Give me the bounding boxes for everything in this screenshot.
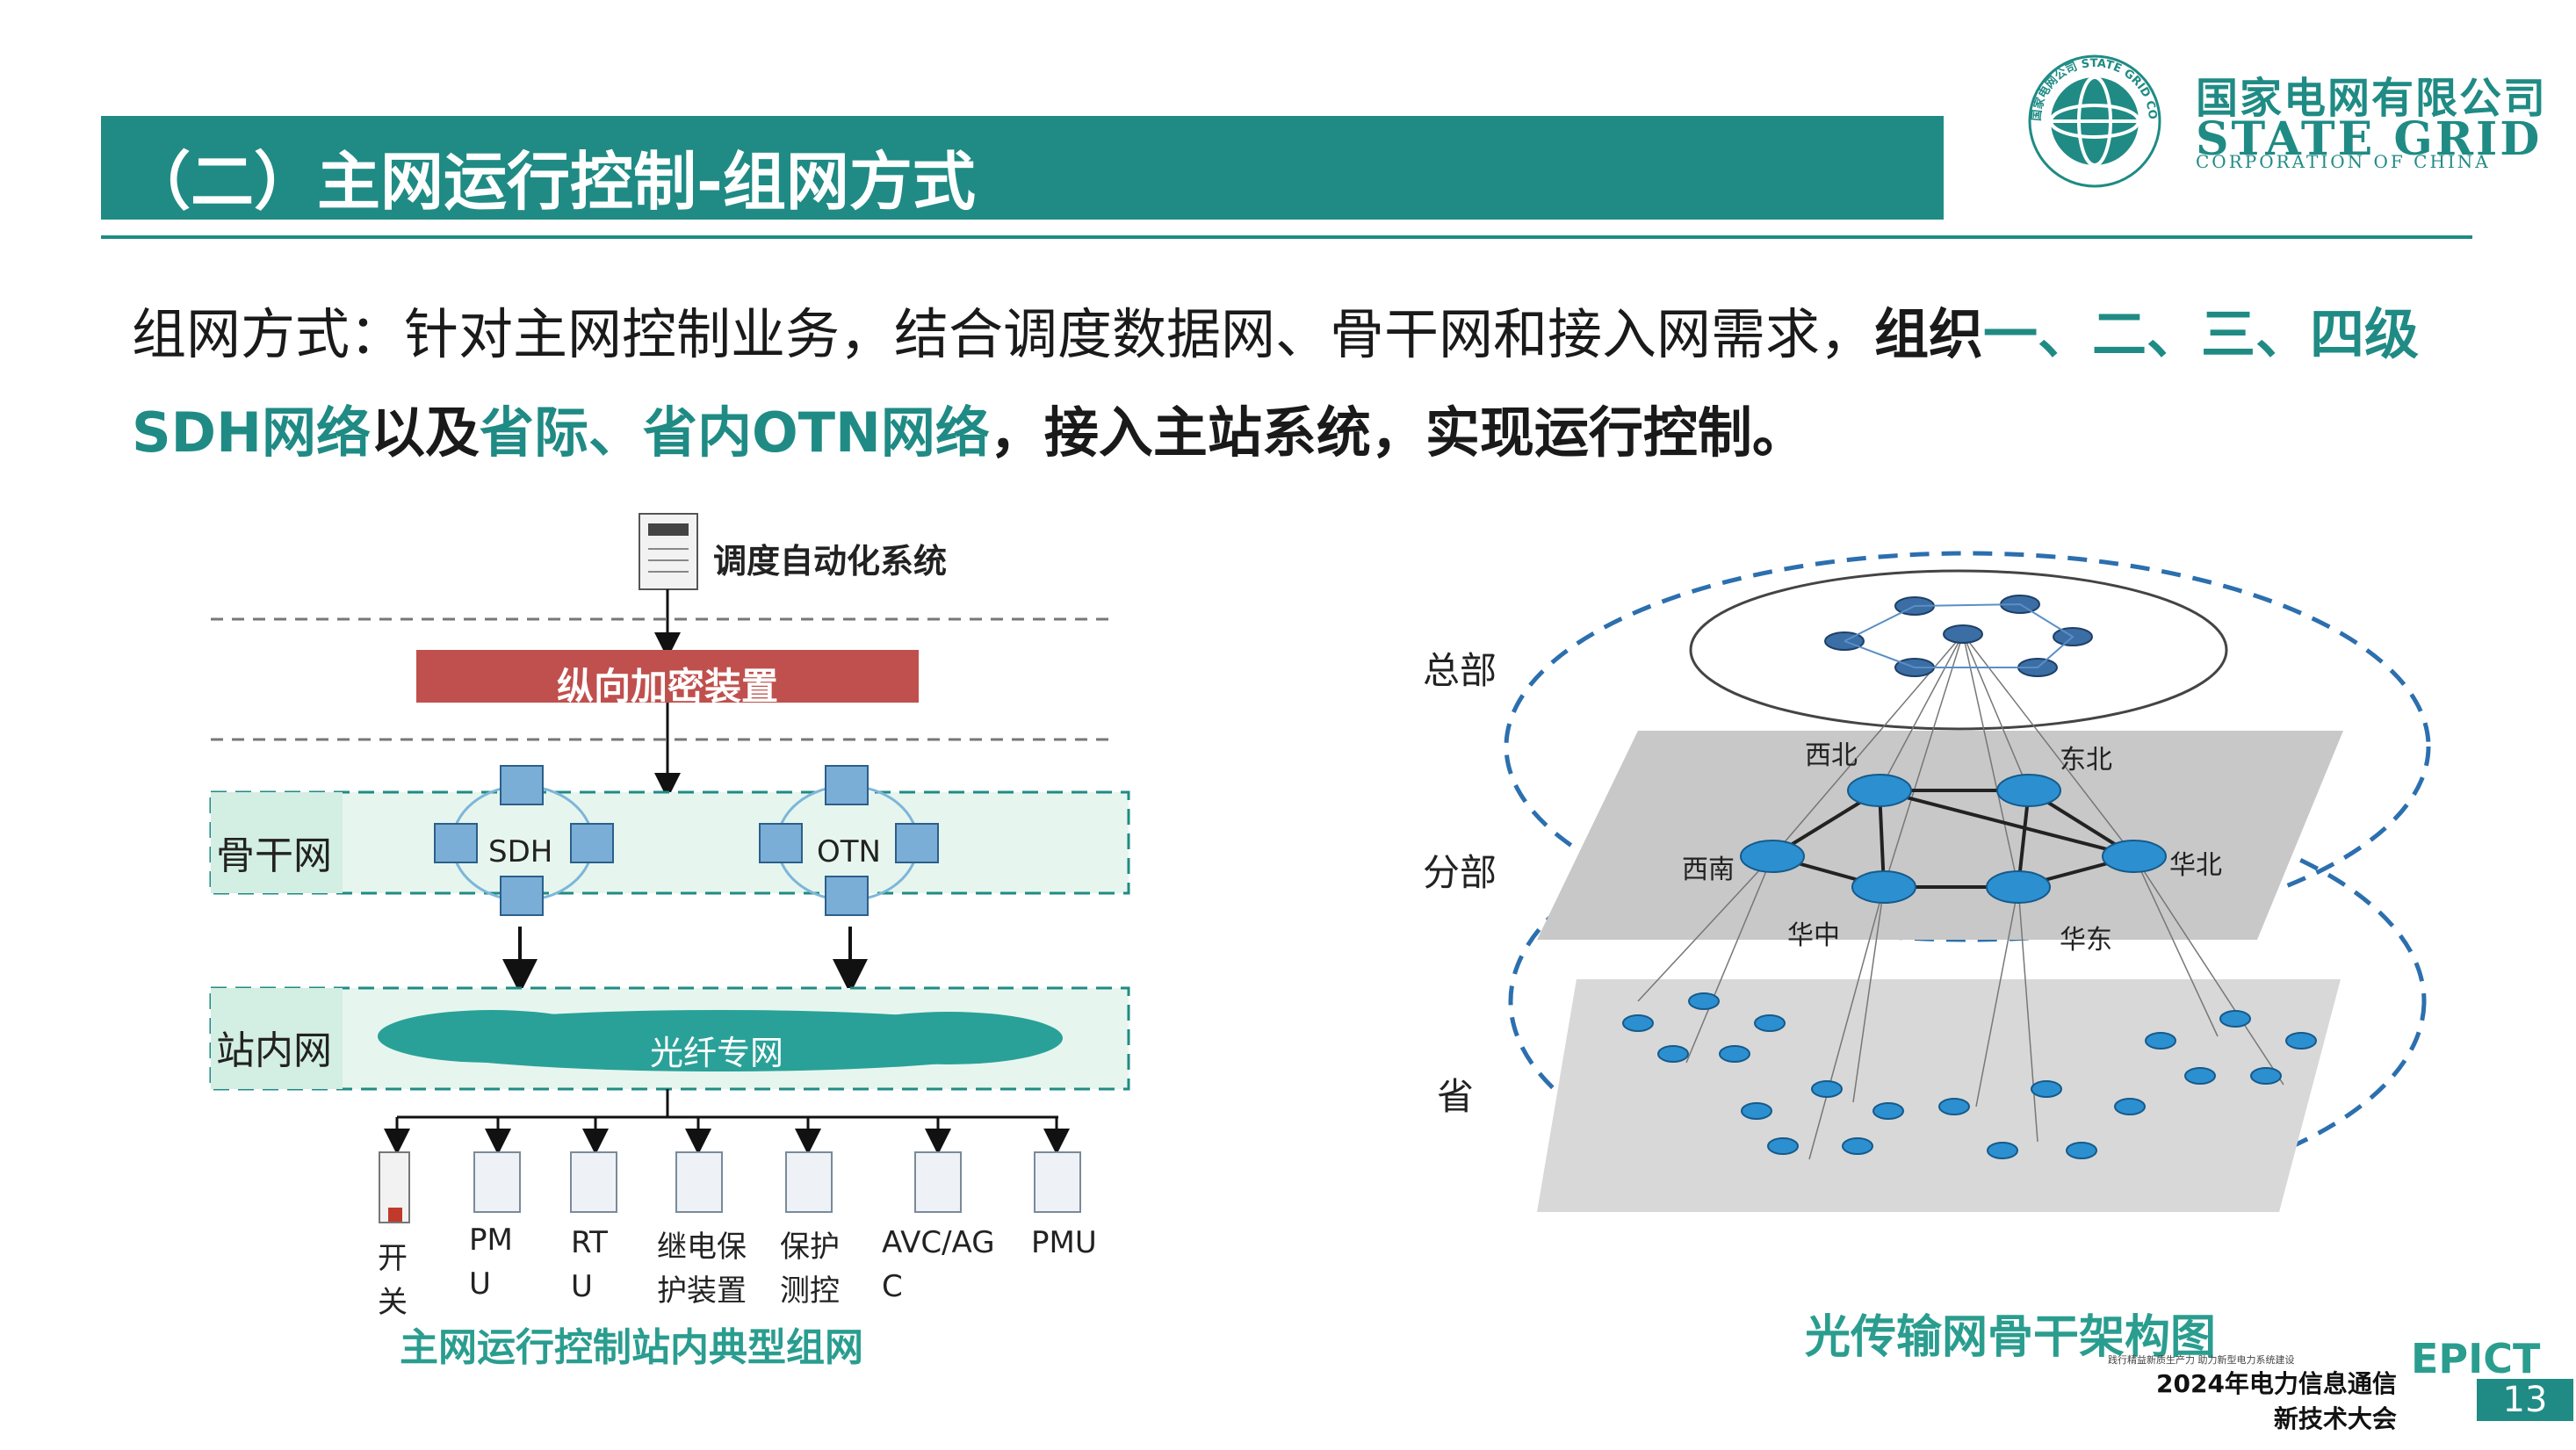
intro-text: 组网方式：针对主网控制业务，结合调度数据网、骨干网和接入网需求， <box>132 302 1875 366</box>
page-title: （二）主网运行控制-组网方式 <box>127 145 976 219</box>
router-icon <box>1740 774 2167 904</box>
intro-bold: ，接入主站系统，实现运行控制。 <box>989 400 1807 465</box>
footer-event: 2024年电力信息通信 新技术大会 <box>2156 1367 2397 1437</box>
device-label-line2: 测控 <box>780 1273 840 1309</box>
switch-icon <box>379 1151 410 1223</box>
device-label-line2: U <box>469 1266 491 1302</box>
station-network-label: 站内网 <box>216 1028 332 1073</box>
region-label: 华东 <box>2060 925 2112 956</box>
region-label: 华中 <box>1787 920 1840 951</box>
region-label: 华北 <box>2169 850 2222 881</box>
backbone-network-box <box>209 790 1130 895</box>
device-label-line2: 关 <box>378 1285 408 1320</box>
level-hq-label: 总部 <box>1423 649 1497 692</box>
intro-highlight-sdh: 一、二、三、四级SDH网络 <box>132 302 2420 465</box>
intro-bold: 组织 <box>1874 302 1984 366</box>
right-diagram-caption: 光传输网骨干架构图 <box>1805 1311 2217 1364</box>
logo-chinese-name: 国家电网有限公司 <box>2196 74 2548 123</box>
device-label-line1: 开 <box>378 1241 408 1276</box>
device-label-line2: 护装置 <box>657 1273 747 1309</box>
title-divider <box>101 235 2472 239</box>
sdh-label: SDH <box>488 834 553 869</box>
intro-highlight-otn: 省际、省内OTN网络 <box>480 400 990 465</box>
otn-node-icon <box>759 765 939 916</box>
level-province-label: 省 <box>1437 1075 1475 1118</box>
optical-backbone-diagram <box>1504 551 2431 1212</box>
device-label-line1: PM <box>469 1223 513 1258</box>
device-label-line1: 继电保 <box>657 1230 747 1265</box>
region-label: 西南 <box>1682 855 1735 885</box>
intro-paragraph: 组网方式：针对主网控制业务，结合调度数据网、骨干网和接入网需求，组织一、二、三、… <box>132 285 2503 482</box>
device-label-line1: AVC/AG <box>882 1225 995 1260</box>
intro-bold: 以及 <box>371 400 480 465</box>
otn-label: OTN <box>817 834 881 869</box>
footer-event-line2: 新技术大会 <box>2273 1404 2397 1433</box>
region-label: 东北 <box>2060 745 2112 775</box>
fiber-network-label: 光纤专网 <box>650 1034 784 1072</box>
server-icon <box>639 513 698 590</box>
logo-subtitle: CORPORATION OF CHINA <box>2196 151 2491 172</box>
region-label: 西北 <box>1805 740 1858 771</box>
title-bar <box>101 116 1944 220</box>
station-network-diagram <box>209 513 1130 1223</box>
page-number: 13 <box>2477 1379 2573 1421</box>
device-label-line1: RT <box>571 1225 608 1260</box>
state-grid-logo-icon: 国家电网公司 STATE GRID CORPORATION OF CHINA <box>2024 51 2161 188</box>
footer-event-line1: 2024年电力信息通信 <box>2156 1369 2397 1398</box>
epict-logo: EPICT <box>2411 1335 2541 1382</box>
device-label-line2: C <box>882 1269 903 1304</box>
device-label-line1: PMU <box>1031 1225 1097 1260</box>
backbone-label: 骨干网 <box>216 833 332 878</box>
left-diagram-caption: 主网运行控制站内典型组网 <box>400 1325 863 1370</box>
dispatch-system-label: 调度自动化系统 <box>713 542 948 581</box>
device-cabinet-icon <box>473 1151 1081 1213</box>
device-label-line1: 保护 <box>780 1230 840 1265</box>
footer-slogan: 践行精益新质生产力 助力新型电力系统建设 <box>2108 1354 2295 1366</box>
router-icon <box>1622 992 2317 1159</box>
encryption-device-bar <box>416 650 919 703</box>
encryption-device-label: 纵向加密装置 <box>556 665 778 708</box>
sdh-node-icon <box>434 765 614 916</box>
level-branch-label: 分部 <box>1423 851 1497 894</box>
device-label-line2: U <box>571 1269 593 1304</box>
logo-english-name: STATE GRID <box>2196 112 2543 166</box>
